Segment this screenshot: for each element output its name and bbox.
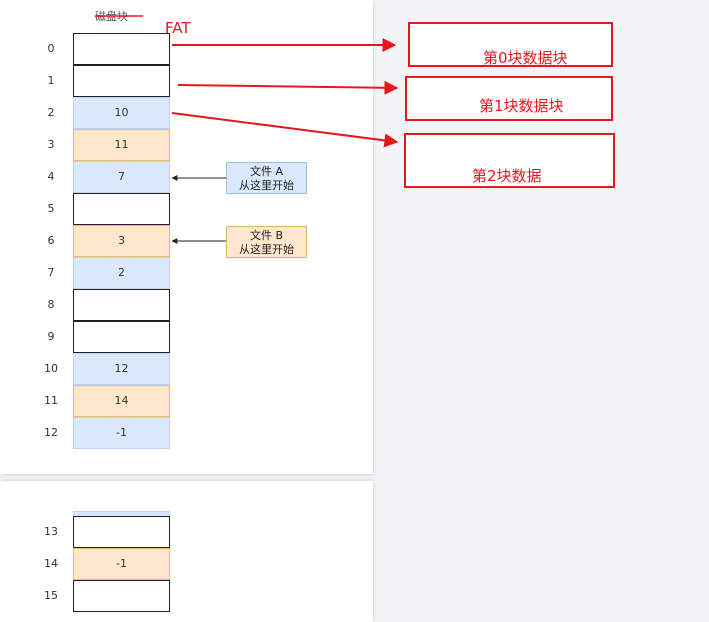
fat-cell[interactable] xyxy=(73,580,170,612)
row-index: 6 xyxy=(47,234,55,247)
data-block-1-label: 第1块数据块 xyxy=(479,97,564,115)
fat-cell[interactable]: -1 xyxy=(73,417,170,449)
file-a-title: 文件 A xyxy=(249,165,284,178)
row-index: 12 xyxy=(44,426,58,439)
row-index: 10 xyxy=(44,362,58,375)
fat-cell[interactable]: 10 xyxy=(73,97,170,129)
data-block-2[interactable]: 第2块数据 xyxy=(404,133,615,188)
fat-cell[interactable]: 7 xyxy=(73,161,170,193)
row-index: 11 xyxy=(44,394,58,407)
data-block-0[interactable]: 第0块数据块 xyxy=(408,22,613,67)
fat-cell[interactable] xyxy=(73,289,170,321)
fat-cell[interactable] xyxy=(73,516,170,548)
fat-cell[interactable]: 14 xyxy=(73,385,170,417)
diagram-page-top xyxy=(0,0,373,474)
row-index: 0 xyxy=(47,42,55,55)
fat-cell[interactable] xyxy=(73,65,170,97)
file-b-note[interactable]: 文件 B 从这里开始 xyxy=(226,226,307,258)
row-index: 13 xyxy=(44,525,58,538)
fat-cell[interactable]: 12 xyxy=(73,353,170,385)
file-a-note[interactable]: 文件 A 从这里开始 xyxy=(226,162,307,194)
disk-block-header: 磁盘块 xyxy=(95,10,128,23)
fat-cell[interactable] xyxy=(73,321,170,353)
fat-cell[interactable] xyxy=(73,33,170,65)
fat-cell[interactable]: 11 xyxy=(73,129,170,161)
row-index: 9 xyxy=(47,330,55,343)
file-a-subtitle: 从这里开始 xyxy=(239,179,294,192)
row-index: 14 xyxy=(44,557,58,570)
row-index: 5 xyxy=(47,202,55,215)
row-index: 2 xyxy=(47,106,55,119)
fat-cell[interactable] xyxy=(73,193,170,225)
file-b-title: 文件 B xyxy=(249,229,284,242)
row-index: 4 xyxy=(47,170,55,183)
row-index: 15 xyxy=(44,589,58,602)
fat-cell[interactable]: 3 xyxy=(73,225,170,257)
file-b-subtitle: 从这里开始 xyxy=(239,243,294,256)
fat-cell[interactable]: -1 xyxy=(73,548,170,580)
row-index: 7 xyxy=(47,266,55,279)
fat-cell[interactable]: 2 xyxy=(73,257,170,289)
fat-label: FAT xyxy=(165,19,191,37)
row-continuation-strip xyxy=(73,511,170,516)
data-block-0-label: 第0块数据块 xyxy=(483,49,568,67)
diagram-page-bottom xyxy=(0,481,373,622)
data-block-1[interactable]: 第1块数据块 xyxy=(405,76,613,121)
data-block-2-label: 第2块数据 xyxy=(472,167,542,185)
row-index: 1 xyxy=(47,74,55,87)
row-index: 3 xyxy=(47,138,55,151)
row-index: 8 xyxy=(47,298,55,311)
